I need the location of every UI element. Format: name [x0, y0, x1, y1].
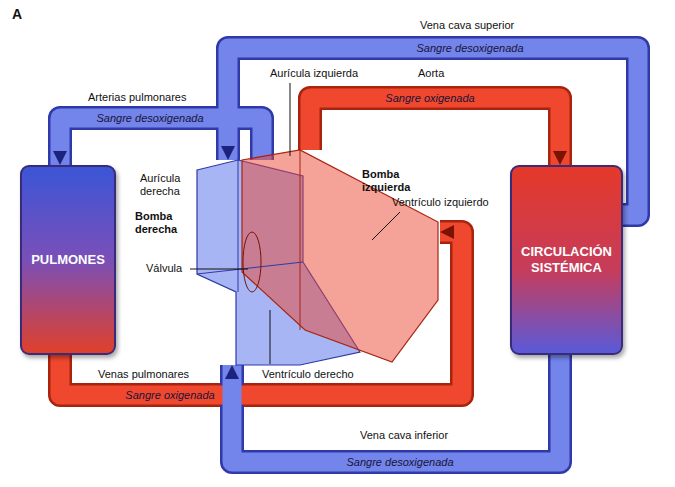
leader-line — [190, 269, 248, 270]
leader-line — [372, 212, 400, 240]
blood-type-label: Sangre desoxigenada — [343, 455, 456, 469]
leader-line — [290, 83, 291, 156]
septum-line — [300, 150, 301, 330]
vessel-name: Vena cava inferior — [360, 429, 448, 442]
pump-region: Bomba derecha — [195, 160, 365, 365]
pump-heading: Bomba derecha — [135, 210, 190, 236]
organ-box: PULMONES — [20, 165, 116, 355]
valve-ring — [243, 232, 261, 292]
blood-type-label: Sangre oxigenada — [122, 388, 217, 402]
blood-type-label: Sangre desoxigenada — [413, 41, 526, 55]
vessel-name: Venas pulmonares — [98, 368, 189, 381]
organ-name: CIRCULACIÓN SISTÉMICA — [512, 240, 621, 280]
vessel-name: Arterias pulmonares — [88, 91, 186, 104]
pump-region: Bomba izquierda — [240, 150, 440, 365]
vessel-connector — [232, 355, 560, 462]
left-pump-prism — [242, 150, 438, 362]
part-name: Válvula — [146, 262, 182, 275]
blood-type-label: Sangre oxigenada — [382, 91, 477, 105]
pump-heading: Bomba izquierda — [362, 168, 424, 194]
vessel-name: Aorta — [418, 67, 444, 80]
vessel-outline — [310, 98, 560, 165]
vessel-outline — [232, 355, 560, 462]
blood-type-label: Sangre desoxigenada — [93, 111, 206, 125]
leader-line — [270, 310, 271, 364]
septum-line — [238, 160, 239, 292]
organ-name: PULMONES — [25, 248, 111, 272]
vessel-name: Vena cava superior — [420, 19, 514, 32]
panel-letter: A — [12, 8, 22, 21]
valve-plane — [197, 262, 303, 274]
vessel-connector — [310, 98, 560, 165]
organ-box: CIRCULACIÓN SISTÉMICA — [510, 165, 623, 355]
part-name: Aurícula derecha — [140, 172, 192, 198]
part-name: Aurícula izquierda — [270, 67, 358, 80]
part-name: Ventrículo derecho — [262, 368, 354, 381]
part-name: Ventrículo izquierdo — [392, 196, 489, 209]
